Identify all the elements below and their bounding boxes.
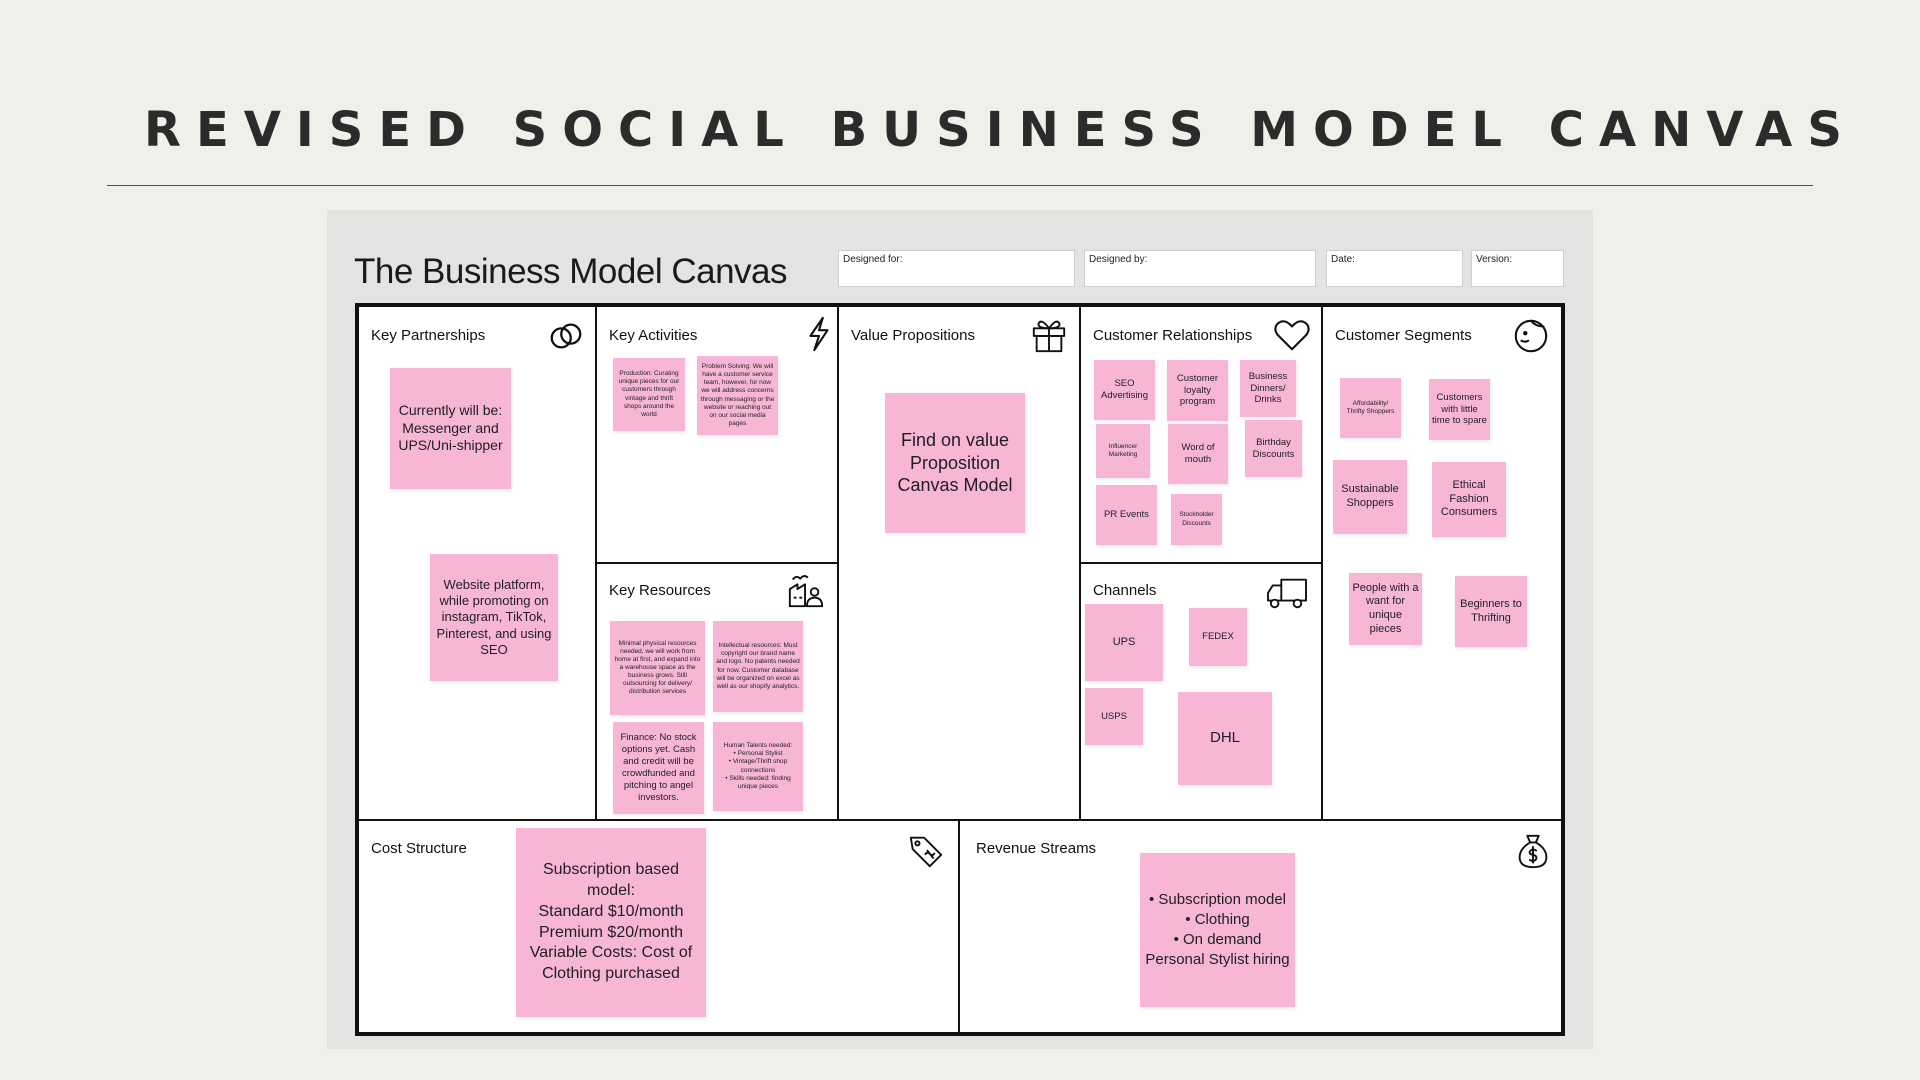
factory-worker-icon	[787, 572, 825, 610]
sticky-note: Finance: No stock options yet. Cash and …	[613, 722, 704, 814]
section-cost-structure: Cost Structure	[371, 840, 467, 857]
grid-divider-cr	[1321, 305, 1323, 820]
sticky-note: Influencer Marketing	[1096, 424, 1150, 478]
sticky-note: USPS	[1085, 688, 1143, 745]
human-talents-item: • Skills needed: finding unique pieces	[725, 774, 791, 790]
sticky-note: DHL	[1178, 692, 1272, 785]
sticky-note: Currently will be: Messenger and UPS/Uni…	[390, 368, 511, 489]
human-talents-item: • Vintage/Thrift shop connections	[728, 758, 788, 774]
heart-icon	[1273, 316, 1311, 354]
sticky-note: FEDEX	[1189, 608, 1247, 666]
date-field[interactable]: Date:	[1326, 250, 1463, 287]
sticky-note: Business Dinners/ Drinks	[1240, 360, 1296, 417]
sticky-note: Minimal physical resources needed, we wi…	[610, 621, 705, 715]
section-key-resources: Key Resources	[609, 582, 711, 599]
section-key-activities: Key Activities	[609, 327, 698, 344]
revenue-item: • Subscription model	[1149, 890, 1286, 908]
sticky-note: Find on value Proposition Canvas Model	[885, 393, 1025, 533]
sticky-note: Stockholder Discounts	[1171, 494, 1222, 545]
canvas-title: The Business Model Canvas	[354, 252, 788, 291]
designed-for-field[interactable]: Designed for:	[838, 250, 1075, 287]
section-key-partnerships: Key Partnerships	[371, 327, 486, 344]
section-customer-relationships: Customer Relationships	[1093, 327, 1253, 344]
link-icon	[547, 317, 585, 355]
section-customer-segments: Customer Segments	[1335, 327, 1472, 344]
sticky-note: Affordability/ Thrifty Shoppers	[1340, 378, 1401, 438]
slide-title: REVISED SOCIAL BUSINESS MODEL CANVAS	[144, 102, 1857, 158]
designed-by-label: Designed by:	[1089, 254, 1148, 265]
sticky-note: Birthday Discounts	[1245, 420, 1302, 477]
sticky-note: Production: Curating unique pieces for o…	[613, 358, 685, 431]
section-revenue-streams: Revenue Streams	[976, 840, 1097, 857]
human-talents-item: • Personal Stylist	[733, 750, 783, 758]
designed-for-label: Designed for:	[843, 254, 903, 265]
money-bag-icon	[1514, 832, 1552, 870]
sticky-note: Customers with little time to spare	[1429, 379, 1490, 440]
grid-divider-bottom	[357, 819, 1563, 821]
sticky-note: People with a want for unique pieces	[1349, 573, 1422, 645]
gift-icon	[1030, 316, 1068, 354]
sticky-note: Subscription based model: Standard $10/m…	[516, 828, 706, 1017]
grid-divider-ka	[837, 305, 839, 820]
grid-divider-cr-ch	[1080, 562, 1322, 564]
price-tag-icon	[907, 832, 945, 870]
sticky-note: UPS	[1085, 604, 1163, 681]
sticky-note: Sustainable Shoppers	[1333, 460, 1407, 534]
sticky-note: Human Talents needed: • Personal Stylist…	[713, 722, 803, 811]
sticky-note: Beginners to Thrifting	[1455, 576, 1527, 647]
revenue-item: • On demand Personal Stylist hiring	[1145, 931, 1290, 969]
grid-divider-ka-kr	[596, 562, 838, 564]
sticky-note: • Subscription model • Clothing • On dem…	[1140, 853, 1295, 1007]
designed-by-field[interactable]: Designed by:	[1084, 250, 1316, 287]
cost-note-variable: Variable Costs: Cost of Clothing purchas…	[529, 944, 693, 983]
version-label: Version:	[1476, 254, 1513, 265]
section-channels: Channels	[1093, 582, 1157, 599]
revenue-item: • Clothing	[1185, 910, 1250, 928]
truck-icon	[1264, 574, 1310, 612]
sticky-note: Word of mouth	[1168, 424, 1228, 484]
human-talents-title: Human Talents needed:	[723, 742, 793, 750]
cost-note-title: Subscription based model:	[542, 861, 680, 899]
sticky-note: Customer loyalty program	[1167, 360, 1228, 421]
face-icon	[1512, 317, 1550, 355]
cost-note-standard: Standard $10/month	[538, 902, 684, 920]
lightning-icon	[800, 315, 838, 353]
title-divider	[107, 185, 1813, 186]
section-value-propositions: Value Propositions	[851, 327, 975, 344]
sticky-note: Ethical Fashion Consumers	[1432, 462, 1506, 537]
date-label: Date:	[1331, 254, 1355, 265]
version-field[interactable]: Version:	[1471, 250, 1564, 287]
sticky-note: PR Events	[1096, 485, 1157, 545]
grid-divider-cost-rev	[958, 820, 960, 1032]
sticky-note: SEO Advertising	[1094, 360, 1155, 420]
sticky-note: Problem Solving: We will have a customer…	[697, 356, 778, 435]
sticky-note: Website platform, while promoting on ins…	[430, 554, 558, 681]
sticky-note: Intellectual resources: Must copyright o…	[713, 621, 803, 712]
cost-note-premium: Premium $20/month	[538, 923, 684, 941]
